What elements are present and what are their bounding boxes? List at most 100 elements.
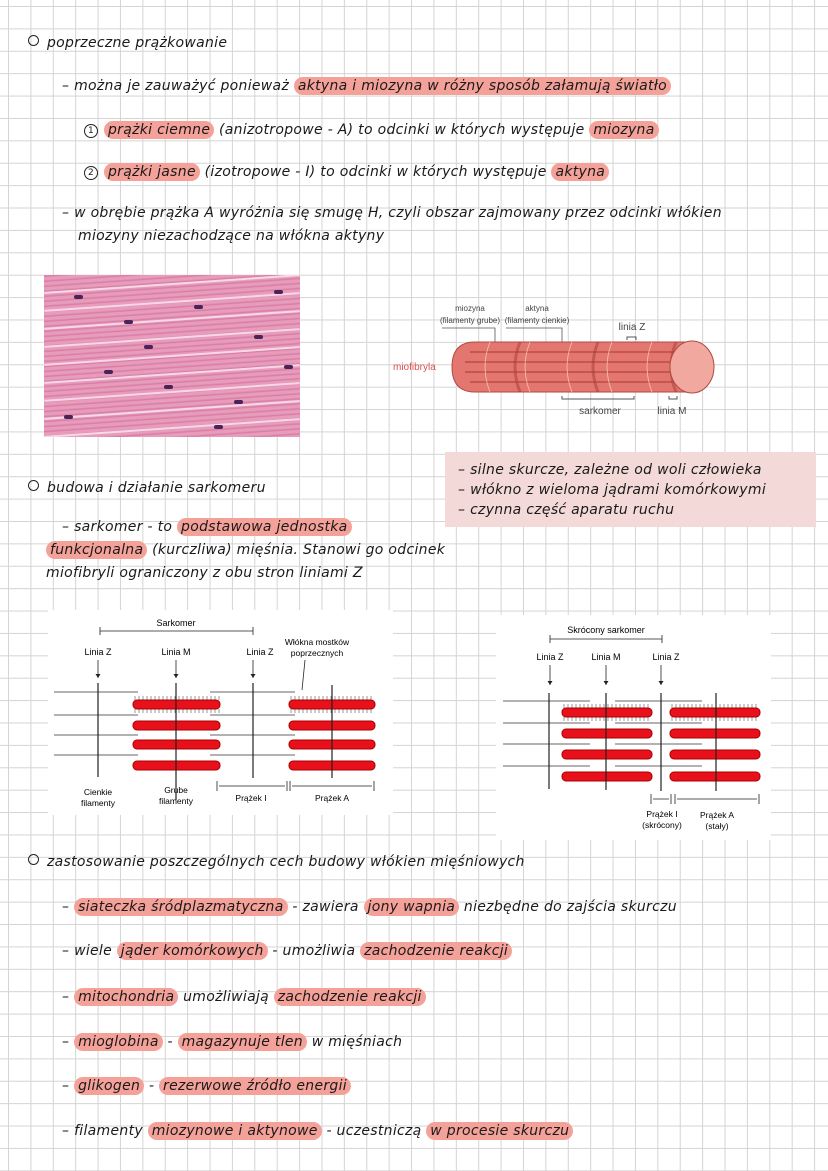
note-text: (anizotropowe - A) to odcinki w których … <box>214 122 590 138</box>
dash-bullet: – <box>458 482 471 498</box>
thick-filament <box>561 749 653 760</box>
label-bridges-2: poprzecznych <box>291 648 344 658</box>
nucleus <box>274 290 283 294</box>
summary-box <box>445 452 816 527</box>
label-linia-z-1: Linia Z <box>536 652 564 662</box>
note-text: - zawiera <box>287 899 364 915</box>
myofibril-end <box>669 340 715 394</box>
arrow-head <box>603 681 609 685</box>
nucleus <box>124 320 133 324</box>
arrow-head <box>250 674 256 678</box>
note-text: w mięśniach <box>306 1034 403 1050</box>
highlighted-text: prążki ciemne <box>104 121 215 139</box>
label-sarcomere: sarkomer <box>579 406 621 417</box>
contracted-sarcomere-diagram: Skrócony sarkomer Linia Z Linia M Linia … <box>496 615 771 840</box>
fiber-boundary <box>44 400 300 420</box>
highlighted-text: zachodzenie reakcji <box>273 988 426 1006</box>
nucleus <box>64 415 73 419</box>
note-line-item-4: – mioglobina - magazynuje tlen w mięśnia… <box>62 1032 402 1052</box>
muscle-micrograph <box>44 275 300 437</box>
note-line-box-2: – włókno z wieloma jądrami komórkowymi <box>458 480 766 500</box>
highlighted-text: mitochondria <box>74 988 179 1006</box>
fiber-boundary <box>44 310 300 330</box>
thick-filament <box>561 707 653 718</box>
label-myosin: miozyna <box>455 304 485 313</box>
note-text: niezbędne do zajścia skurczu <box>459 899 677 915</box>
nucleus <box>104 370 113 374</box>
highlighted-text: miozyna <box>589 121 659 139</box>
note-line-item-6: – filamenty miozynowe i aktynowe - uczes… <box>62 1121 574 1141</box>
note-text: można je zauważyć ponieważ <box>74 78 294 94</box>
highlighted-text: jąder komórkowych <box>116 942 268 960</box>
note-line-heading-1: poprzeczne prążkowanie <box>28 33 227 53</box>
note-text: (izotropowe - I) to odcinki w których wy… <box>199 164 552 180</box>
fiber-boundary <box>44 275 300 294</box>
nucleus <box>284 365 293 369</box>
label-sarkomer: Sarkomer <box>156 618 195 628</box>
highlighted-text: siateczka śródplazmatyczna <box>74 898 288 916</box>
note-line-box-3: – czynna część aparatu ruchu <box>458 500 674 520</box>
myofibril-body <box>451 341 693 393</box>
label-linia-z-2: Linia Z <box>652 652 680 662</box>
highlighted-text: w procesie skurczu <box>426 1122 574 1140</box>
note-line-item-5: – glikogen - rezerwowe źródło energii <box>62 1076 351 1096</box>
thick-filament <box>669 749 761 760</box>
note-line-box-1: – silne skurcze, zależne od woli człowie… <box>458 460 762 480</box>
highlighted-text: glikogen <box>74 1077 145 1095</box>
note-text: sarkomer - to <box>74 519 178 535</box>
note-text: miozyny niezachodzące na włókna aktyny <box>78 228 385 244</box>
nucleus <box>254 335 263 339</box>
fiber-boundary <box>44 364 300 384</box>
note-line-item-2: – wiele jąder komórkowych - umożliwia za… <box>62 941 513 961</box>
nucleus <box>74 295 83 299</box>
label-thin-1: Cienkie <box>84 787 113 797</box>
thick-filament <box>561 728 653 739</box>
note-line-heading-2: budowa i działanie sarkomeru <box>28 478 266 498</box>
label-band-a-sub: (stały) <box>705 821 728 831</box>
note-line-note-5: – sarkomer - to podstawowa jednostka <box>62 517 352 537</box>
bullet-circle-icon <box>28 35 39 46</box>
note-text: umożliwiają <box>178 989 274 1005</box>
bullet-circle-icon <box>28 480 39 491</box>
arrow-head <box>173 674 179 678</box>
note-text: w obrębie prążka A wyróżnia się smugę H,… <box>74 205 722 221</box>
numbered-circle-icon: 2 <box>84 166 98 180</box>
note-text: miofibryli ograniczony z obu stron linia… <box>46 565 363 581</box>
dash-bullet: – <box>62 1034 75 1050</box>
arrow-head <box>547 681 553 685</box>
note-text: filamenty <box>74 1123 148 1139</box>
highlighted-text: magazynuje tlen <box>177 1033 307 1051</box>
note-line-heading-3: zastosowanie poszczególnych cech budowy … <box>28 852 525 872</box>
note-text: - uczestniczą <box>321 1123 427 1139</box>
label-m-line: linia M <box>658 406 687 417</box>
note-line-note-5c: miofibryli ograniczony z obu stron linia… <box>46 563 363 583</box>
nucleus <box>214 425 223 429</box>
highlighted-text: miozynowe i aktynowe <box>147 1122 322 1140</box>
nucleus <box>194 305 203 309</box>
highlighted-text: rezerwowe źródło energii <box>159 1077 351 1095</box>
note-text: (kurczliwa) mięśnia. Stanowi go odcinek <box>147 542 446 558</box>
thick-filament <box>669 771 761 782</box>
highlighted-text: podstawowa jednostka <box>177 518 352 536</box>
label-bridges-1: Włókna mostków <box>285 637 350 647</box>
label-band-i: Prążek I <box>235 793 266 803</box>
highlighted-text: aktyna i miozyna w różny sposób załamują… <box>293 77 671 95</box>
note-text: zastosowanie poszczególnych cech budowy … <box>47 854 525 870</box>
note-text: włókno z wieloma jądrami komórkowymi <box>470 482 767 498</box>
dash-bullet: – <box>62 943 75 959</box>
label-band-a: Prążek A <box>700 810 734 820</box>
note-line-item-3: – mitochondria umożliwiają zachodzenie r… <box>62 987 426 1007</box>
dash-bullet: – <box>62 1123 75 1139</box>
label-z-line: linia Z <box>619 322 646 333</box>
label-actin: aktyna <box>525 304 549 313</box>
thick-filament <box>561 771 653 782</box>
label-thin-2: filamenty <box>81 798 116 808</box>
nucleus <box>234 400 243 404</box>
label-linia-z-1: Linia Z <box>84 647 112 657</box>
dash-bullet: – <box>62 205 75 221</box>
note-text: - umożliwia <box>267 943 361 959</box>
note-text: silne skurcze, zależne od woli człowieka <box>470 462 762 478</box>
sarcomere-diagram: Sarkomer Linia Z Linia M Linia Z Włókna … <box>48 610 393 815</box>
